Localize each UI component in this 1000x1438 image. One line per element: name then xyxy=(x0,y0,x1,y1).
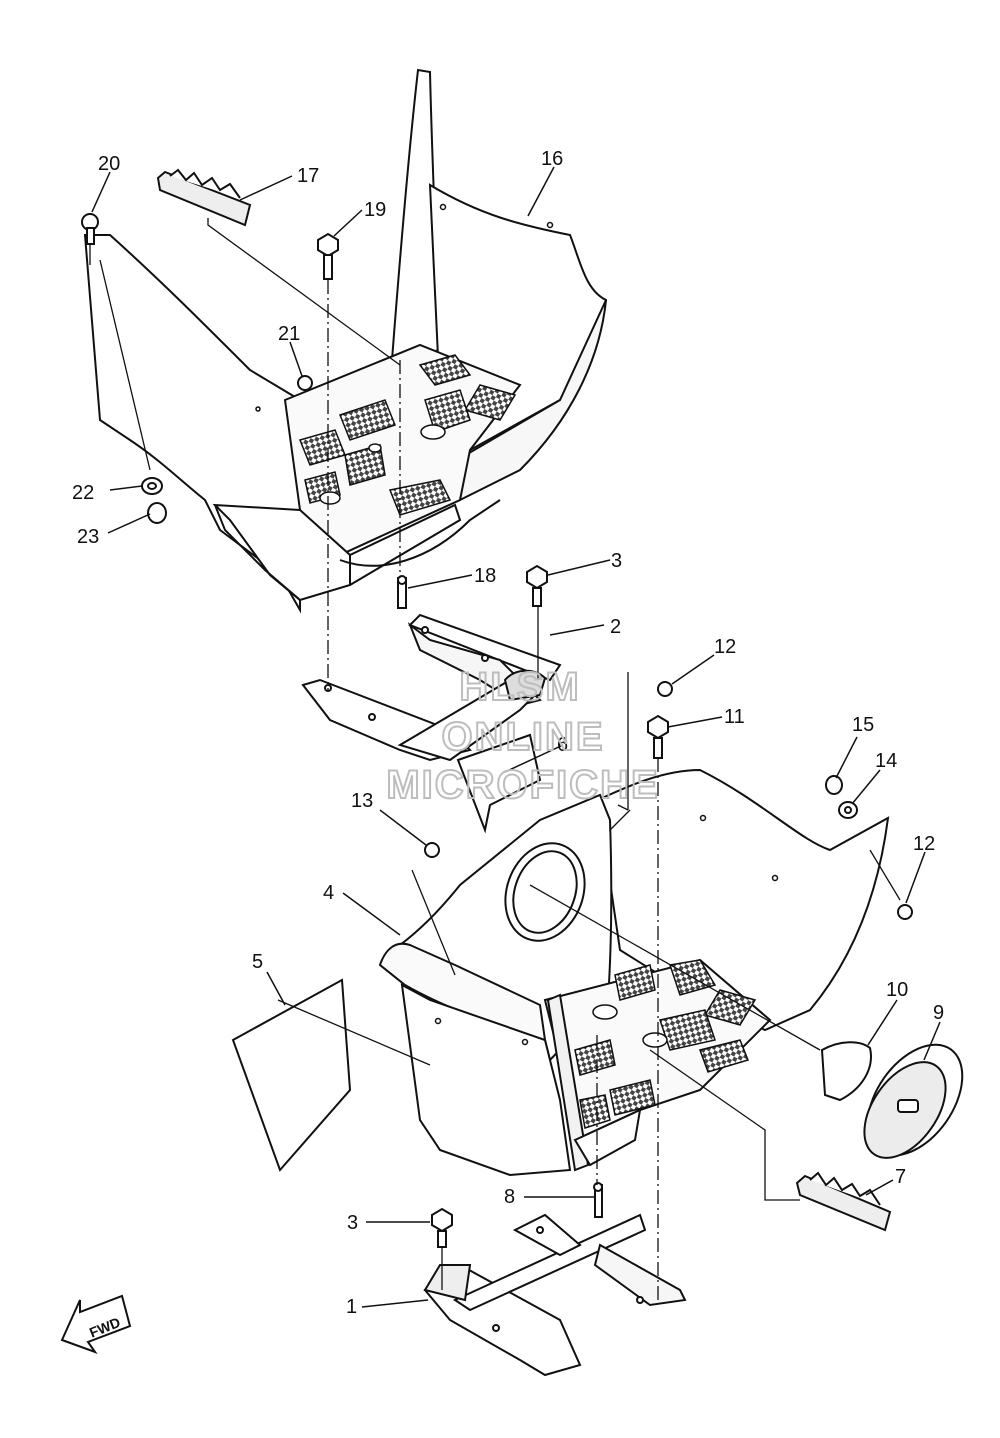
callout-22: 22 xyxy=(72,482,94,504)
watermark-line-2: ONLINE xyxy=(441,715,604,759)
nut-part-23 xyxy=(147,502,167,524)
footrest-rubber-part-17 xyxy=(156,168,252,227)
watermark: HLSM ONLINE MICROFICHE xyxy=(385,664,659,808)
seal-part-10 xyxy=(820,1041,872,1102)
callout-20: 20 xyxy=(98,153,120,175)
plate-part-5 xyxy=(231,978,352,1172)
callout-3-lower: 3 xyxy=(347,1212,358,1234)
fasteners xyxy=(81,213,913,1248)
callout-3-upper: 3 xyxy=(611,550,622,572)
fuel-access-opening xyxy=(504,842,586,942)
callout-18: 18 xyxy=(474,565,496,587)
cap-part-9 xyxy=(863,1043,964,1159)
callout-7: 7 xyxy=(895,1166,906,1188)
callout-8: 8 xyxy=(504,1186,515,1208)
callout-leaders xyxy=(91,166,941,1308)
upper-tread-mesh xyxy=(298,354,517,516)
callout-21: 21 xyxy=(278,323,300,345)
watermark-line-3: MICROFICHE xyxy=(386,763,659,807)
callout-10: 10 xyxy=(886,979,908,1001)
callout-9: 9 xyxy=(933,1002,944,1024)
bolt-part-11 xyxy=(647,714,669,759)
callout-19: 19 xyxy=(364,199,386,221)
callout-14: 14 xyxy=(875,750,897,772)
footrest-rubber-part-7 xyxy=(795,1171,892,1232)
screw-part-12-lower xyxy=(897,904,913,920)
callout-23: 23 xyxy=(77,526,99,548)
callout-numbers: 20 17 16 19 21 22 23 18 3 2 12 11 6 15 1… xyxy=(72,148,944,1318)
nut-part-15 xyxy=(825,775,843,795)
callout-5: 5 xyxy=(252,951,263,973)
lower-tread-mesh xyxy=(574,959,757,1129)
callout-1: 1 xyxy=(346,1296,357,1318)
bolt-part-3-upper xyxy=(526,564,548,607)
screw-part-13 xyxy=(424,842,440,858)
callout-16: 16 xyxy=(541,148,563,170)
assembly-lines xyxy=(89,218,901,1300)
upper-deck-holes xyxy=(255,203,554,505)
callout-11: 11 xyxy=(724,706,745,728)
callout-15: 15 xyxy=(852,714,874,736)
callout-6: 6 xyxy=(557,734,568,756)
decal-part-6 xyxy=(456,733,542,834)
bolt-part-19 xyxy=(317,232,339,280)
bolt-part-3-lower xyxy=(431,1207,453,1248)
lower-deck-holes xyxy=(434,814,779,1048)
washer-part-14 xyxy=(838,801,858,819)
stay-bracket-part-2 xyxy=(301,613,562,762)
callout-17: 17 xyxy=(297,165,319,187)
stay-bracket-part-1 xyxy=(423,1213,687,1377)
upper-mudguard-part-16 xyxy=(83,68,608,614)
rivet-part-8 xyxy=(593,1182,603,1218)
watermark-line-1: HLSM xyxy=(459,665,580,709)
bolt-part-20 xyxy=(81,213,99,245)
screw-part-12-upper xyxy=(657,681,673,697)
callout-12-lower: 12 xyxy=(913,833,935,855)
callout-2: 2 xyxy=(610,616,621,638)
callout-4: 4 xyxy=(323,882,334,904)
rivet-part-18 xyxy=(397,575,407,609)
fwd-direction-arrow: FWD xyxy=(60,1294,132,1355)
bolt-part-21 xyxy=(297,375,313,391)
washer-part-22 xyxy=(141,477,163,495)
callout-12-upper: 12 xyxy=(714,636,736,658)
callout-13: 13 xyxy=(351,790,373,812)
